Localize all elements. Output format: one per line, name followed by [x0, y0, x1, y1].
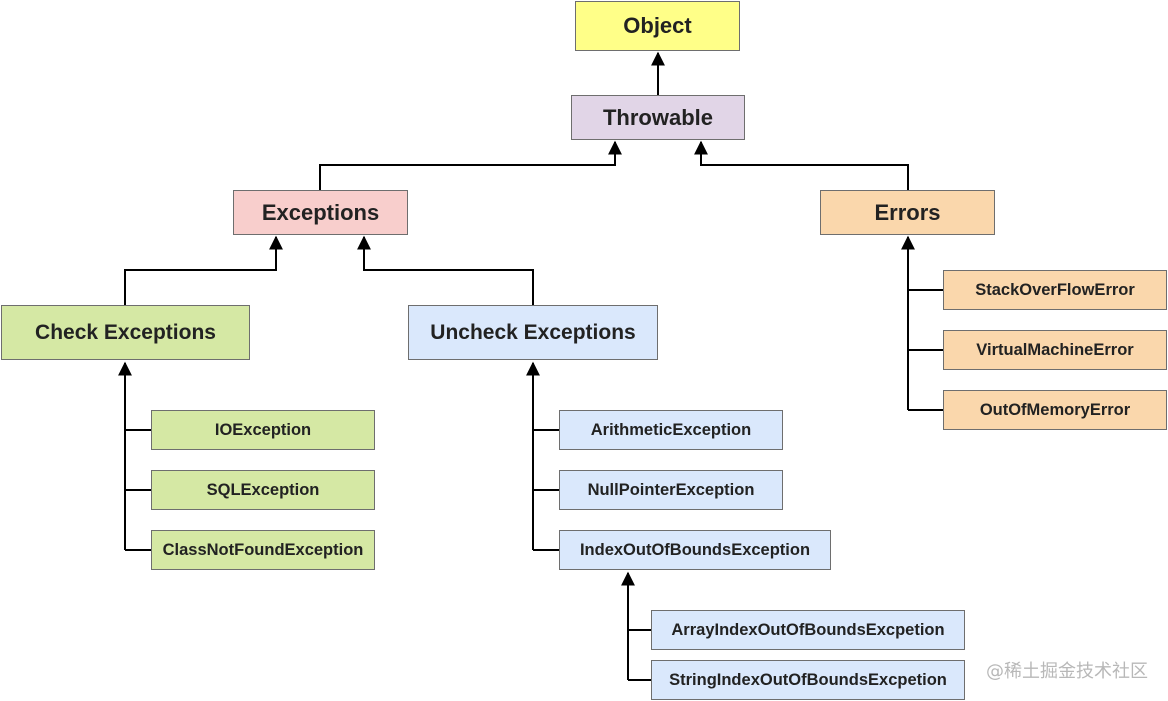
node-arithmetic-exception: ArithmeticException: [559, 410, 783, 450]
watermark: @稀土掘金技术社区: [986, 661, 1148, 682]
node-check-exceptions: Check Exceptions: [1, 305, 250, 360]
node-virtual-machine-error: VirtualMachineError: [943, 330, 1167, 370]
edge-exceptions-throwable: [319, 140, 622, 190]
node-io-exception: IOException: [151, 410, 375, 450]
node-uncheck-exceptions: Uncheck Exceptions: [408, 305, 658, 360]
edge-check-exceptions: [124, 235, 283, 305]
node-sql-exception: SQLException: [151, 470, 375, 510]
node-errors: Errors: [820, 190, 995, 235]
node-object: Object: [575, 1, 740, 51]
node-class-not-found-exception: ClassNotFoundException: [151, 530, 375, 570]
node-exceptions: Exceptions: [233, 190, 408, 235]
node-string-index-out-of-bounds: StringIndexOutOfBoundsExcpetion: [651, 660, 965, 700]
node-array-index-out-of-bounds: ArrayIndexOutOfBoundsExcpetion: [651, 610, 965, 650]
node-index-out-of-bounds-exception: IndexOutOfBoundsException: [559, 530, 831, 570]
node-out-of-memory-error: OutOfMemoryError: [943, 390, 1167, 430]
node-stack-overflow-error: StackOverFlowError: [943, 270, 1167, 310]
edge-errors-throwable: [694, 140, 909, 190]
edge-uncheck-exceptions: [357, 235, 534, 305]
node-throwable: Throwable: [571, 95, 745, 140]
node-null-pointer-exception: NullPointerException: [559, 470, 783, 510]
